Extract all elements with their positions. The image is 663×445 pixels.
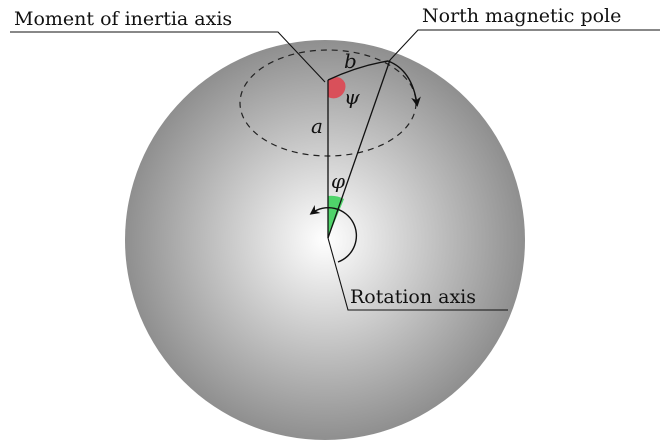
rotation-axis-leader (327, 237, 508, 311)
north-pole-leader (389, 29, 660, 61)
rotation-arrow (309, 205, 358, 263)
magnetic-axis-line (327, 59, 391, 239)
symbol-a: a (311, 114, 323, 138)
symbol-psi: ψ (344, 85, 360, 109)
moment-axis-label: Moment of inertia axis (14, 8, 232, 30)
moment-axis-leader (10, 31, 326, 83)
symbol-b: b (344, 49, 357, 73)
precession-arrow (327, 60, 421, 107)
north-pole-label: North magnetic pole (422, 5, 621, 27)
psi-angle-wedge (328, 77, 346, 99)
rotation-axis-label: Rotation axis (350, 286, 476, 308)
sphere (125, 40, 525, 440)
symbol-phi: φ (331, 169, 345, 193)
